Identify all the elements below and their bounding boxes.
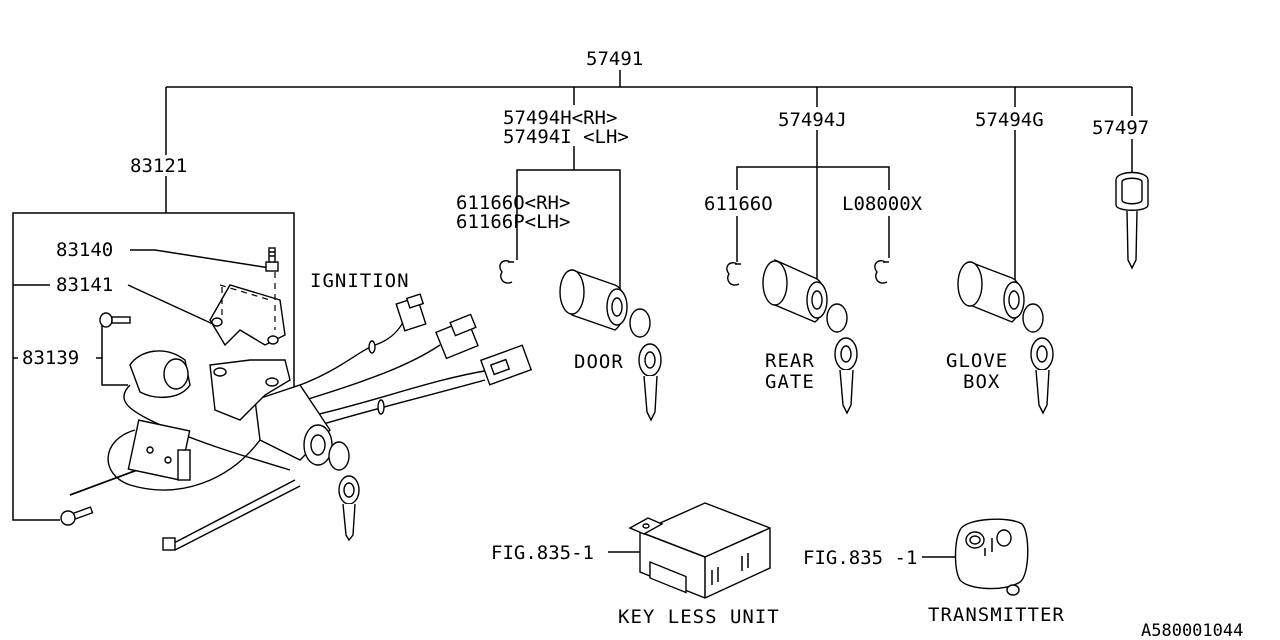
part-57494h-label: 57494H<RH> [503,107,617,129]
connector-2 [435,313,479,360]
transmitter-drawing [954,518,1029,596]
part-l08000x-label: L08000X [842,193,923,215]
fig-ref-transmitter[interactable]: FIG.835 -1 [803,547,917,569]
part-61166o-rh-label: 61166O<RH> [456,192,570,214]
part-61166o-label: 61166O [704,193,773,215]
connector-3 [479,344,533,386]
part-57494j-label: 57494J [778,109,847,131]
part-83141-label: 83141 [56,274,113,296]
caption-glove: GLOVE [946,350,1008,372]
caption-ignition: IGNITION [310,270,410,292]
fig-ref-keyless-unit[interactable]: FIG.835-1 [491,542,594,564]
part-57494i-label: 57494I <LH> [503,126,629,148]
part-57491-label: 57491 [586,48,643,70]
part-61166p-label: 61166P<LH> [456,211,570,233]
connector-1 [395,293,427,332]
part-57494g-label: 57494G [975,109,1044,131]
door-lock-drawing [499,260,662,422]
rear-gate-lock-drawing [726,258,889,415]
bolt-83140 [265,247,279,272]
screw-bottom [60,506,94,526]
caption-gate: GATE [765,371,815,393]
screw-83139 [99,312,131,328]
caption-transmitter: TRANSMITTER [928,604,1065,626]
keyless-unit-drawing [628,502,771,599]
ignition-keys [328,441,360,542]
caption-box: BOX [963,371,1000,393]
caption-rear: REAR [765,350,815,372]
part-57497-label: 57497 [1092,117,1149,139]
caption-door: DOOR [574,351,624,373]
part-83139-label: 83139 [22,347,79,369]
key-57497-drawing [1115,171,1149,270]
part-83121-label: 83121 [130,155,187,177]
part-83140-label: 83140 [56,239,113,261]
ignition-assembly-drawing [60,247,533,551]
caption-keyless-unit: KEY LESS UNIT [618,606,780,628]
glove-box-lock-drawing [957,260,1054,415]
key-reminder-switch [107,419,261,491]
diagram-id: A580001044 [1141,621,1243,640]
